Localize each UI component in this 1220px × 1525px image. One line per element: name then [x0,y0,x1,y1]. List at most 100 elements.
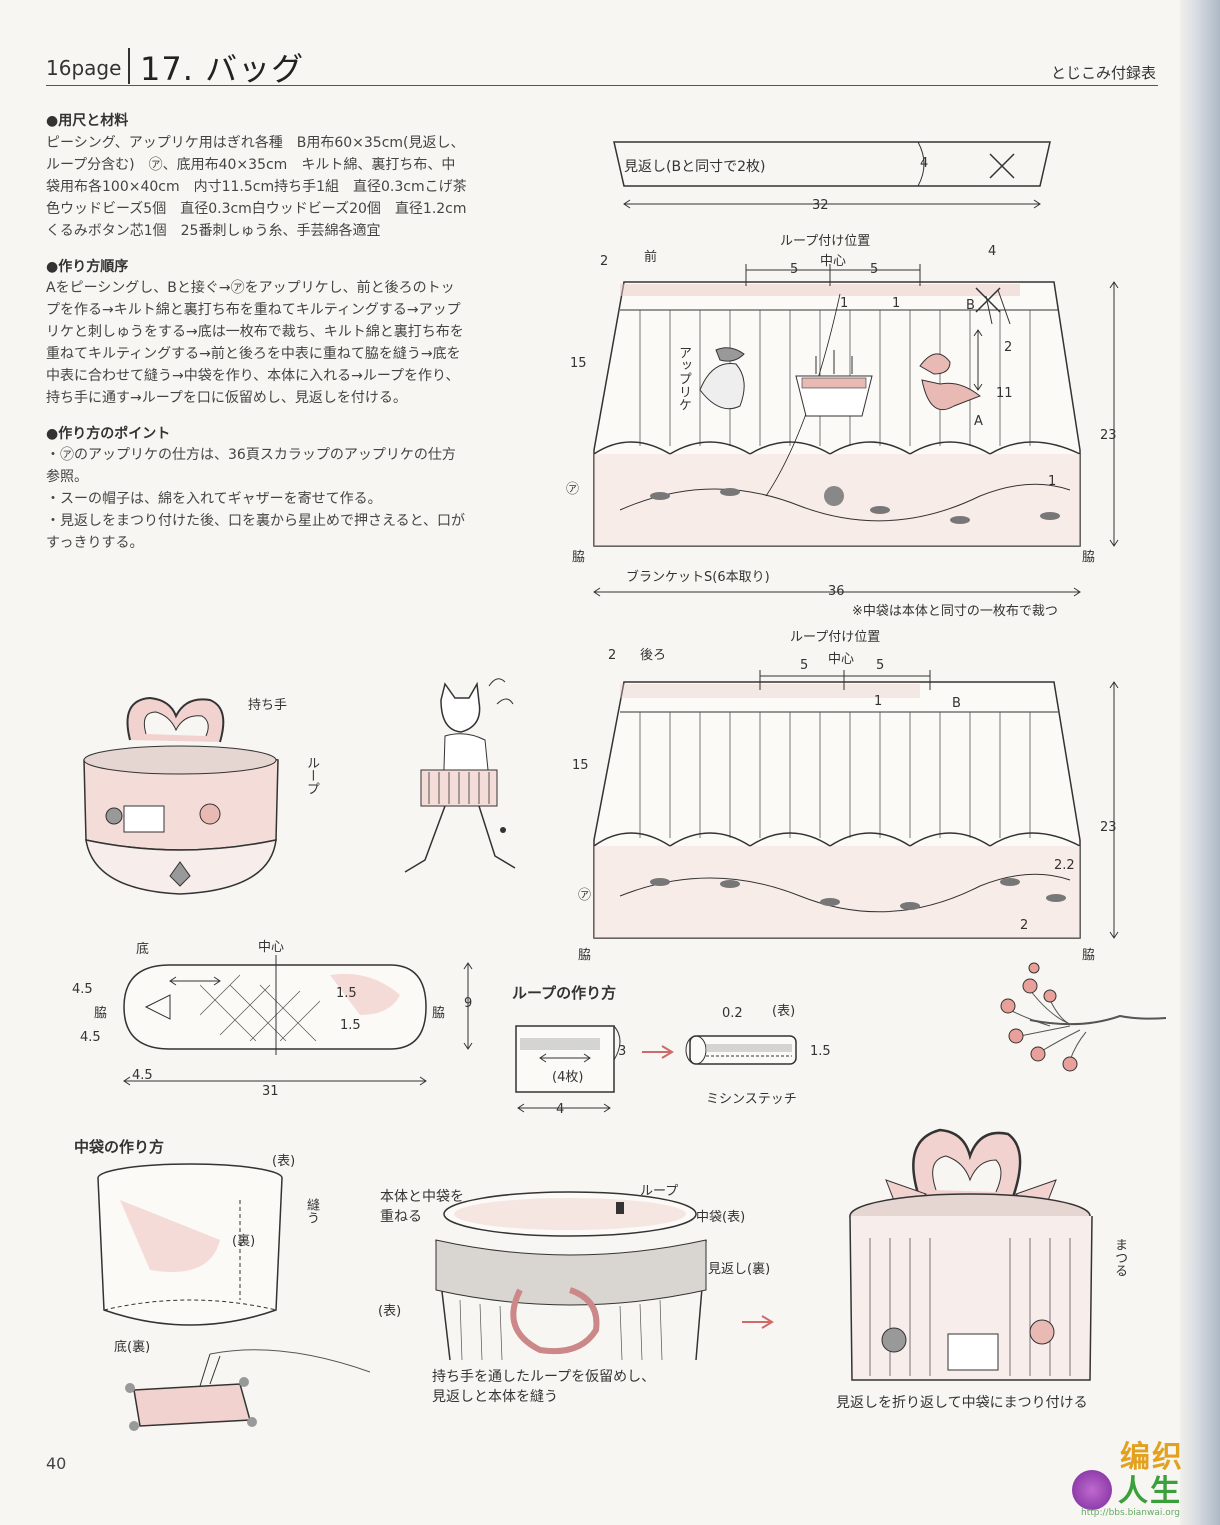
front-title: 前 [644,250,658,265]
back-loop-position: ループ付け位置 [790,630,881,645]
front-side-right: 脇 [1082,550,1096,565]
loop-dim-1-5: 1.5 [810,1044,831,1059]
back-dim-2b: 2 [1020,918,1029,933]
back-dim-5a: 5 [800,658,809,673]
loop-dim-4: 4 [556,1102,565,1117]
points-text: ・㋐のアップリケの仕方は、36頁スカラップのアップリケの仕方 参照。 ・スーの帽… [46,447,466,551]
points-heading: ●作り方のポイント [46,426,171,442]
watermark-url: http://bbs.bianwai.org [1081,1508,1180,1518]
final-caption: 見返しを折り返して中袋にまつり付ける [836,1395,1088,1411]
yarn-ball-icon [1072,1470,1112,1510]
assembly-front-side: (表) [378,1304,402,1319]
page-number: 40 [46,1454,67,1473]
front-dim-1a: 1 [840,296,849,311]
front-loop-position: ループ付け位置 [780,234,871,249]
bottom-center: 中心 [258,940,285,955]
steps-heading: ●作り方順序 [46,259,129,275]
bottom-dim-1-5b: 1.5 [340,1018,361,1033]
bottom-dim-4-5c: 4.5 [132,1068,153,1083]
page-title: 17. バッグ [140,50,305,88]
header-separator [128,48,130,84]
final-bag-illustration [849,1128,1093,1381]
front-dim-2: 2 [600,254,609,269]
page-section-label: 16page [46,56,122,80]
back-center: 中心 [828,652,855,667]
watermark-line1: 编织 [1120,1440,1184,1475]
assembly-inner-front: 中袋(表) [696,1210,746,1225]
facing-dim-height: 4 [920,156,929,171]
bottom-height: 9 [464,996,473,1011]
loop-machine-stitch: ミシンステッチ [706,1092,797,1107]
inner-bag-heading: 中袋の作り方 [74,1138,165,1156]
front-width: 36 [828,584,845,599]
back-dim-2-2: 2.2 [1054,858,1075,873]
front-dim-5a: 5 [790,262,799,277]
bottom-dim-4-5b: 4.5 [80,1030,101,1045]
bottom-side-left: 脇 [94,1006,108,1021]
loop-making-diagram [515,1025,797,1113]
bottom-title: 底 [136,942,150,957]
back-B: B [952,696,961,711]
front-side-left: 脇 [572,550,586,565]
watermark-line2: 人生 [1118,1474,1182,1509]
front-A: A [974,414,983,429]
inner-bag-diagram [97,1163,283,1326]
assembly-overlap-label: 本体と中袋を 重ねる [380,1189,464,1225]
bag-loop-label: ループ [304,756,319,795]
loop-making-heading: ループの作り方 [512,984,617,1002]
bottom-dim-4-5a: 4.5 [72,982,93,997]
front-B: B [966,298,975,313]
pincushion-illustration [125,1349,371,1431]
final-matsuru: まつる [1112,1238,1127,1277]
page-edge-shadow [1180,0,1220,1525]
loop-front-side: (表) [772,1004,796,1019]
back-panel-diagram [593,670,1119,939]
assembly-caption: 持ち手を通したループを仮留めし、 見返しと本体を縫う [432,1369,656,1405]
inner-bag-back-side: (裏) [232,1234,256,1249]
back-side-left: 脇 [578,948,592,963]
front-center: 中心 [820,254,847,269]
back-side-right: 脇 [1082,948,1096,963]
back-dim-23: 23 [1100,820,1117,835]
bottom-side-right: 脇 [432,1006,446,1021]
facing-label: 見返し(Bと同寸で2枚) [624,159,766,175]
bottom-width: 31 [262,1084,279,1099]
front-applique: アップリケ [676,346,691,411]
back-dim-1: 1 [874,694,883,709]
bottom-dim-1-5a: 1.5 [336,986,357,1001]
berries-illustration [1000,962,1167,1072]
assembly-arrow [742,1315,774,1329]
front-a-mark: ㋐ [566,482,580,497]
loop-count: (4枚) [552,1070,584,1085]
facing-dim-width: 32 [812,198,829,213]
front-dim-23: 23 [1100,428,1117,443]
materials-heading: ●用尺と材料 [46,113,129,129]
header-right-label: とじこみ付録表 [1050,64,1156,82]
inner-bag-front-side: (表) [272,1154,296,1169]
steps-text: Aをピーシングし、Bと接ぐ→㋐をアップリケし、前と後ろのトッ プを作る→キルト綿… [46,280,464,406]
cat-accordion-illustration [404,678,516,873]
back-a-mark: ㋐ [578,888,592,903]
assembly-loop-label: ループ [640,1184,679,1199]
front-dim-1b: 1 [892,296,901,311]
facing-diagram [613,141,1051,209]
inner-bag-bottom: 底(裏) [114,1340,151,1355]
front-dim-2r: 2 [1004,340,1013,355]
front-dim-11: 11 [996,386,1013,401]
loop-dim-3: 3 [618,1044,627,1059]
bag-handle-label: 持ち手 [248,698,288,713]
back-dim-5b: 5 [876,658,885,673]
front-panel-diagram [593,264,1119,597]
assembly-diagram [435,1191,707,1361]
back-title: 後ろ [640,648,667,663]
loop-dim-0-2: 0.2 [722,1006,743,1021]
back-dim-15: 15 [572,758,589,773]
back-dim-2: 2 [608,648,617,663]
inner-bag-sew: 縫う [304,1198,319,1224]
assembly-facing-back: 見返し(裏) [708,1262,771,1277]
front-dim-15: 15 [570,356,587,371]
front-dim-4: 4 [988,244,997,259]
front-dim-1c: 1 [1048,474,1057,489]
front-dim-5b: 5 [870,262,879,277]
bottom-piece-diagram [123,955,473,1086]
